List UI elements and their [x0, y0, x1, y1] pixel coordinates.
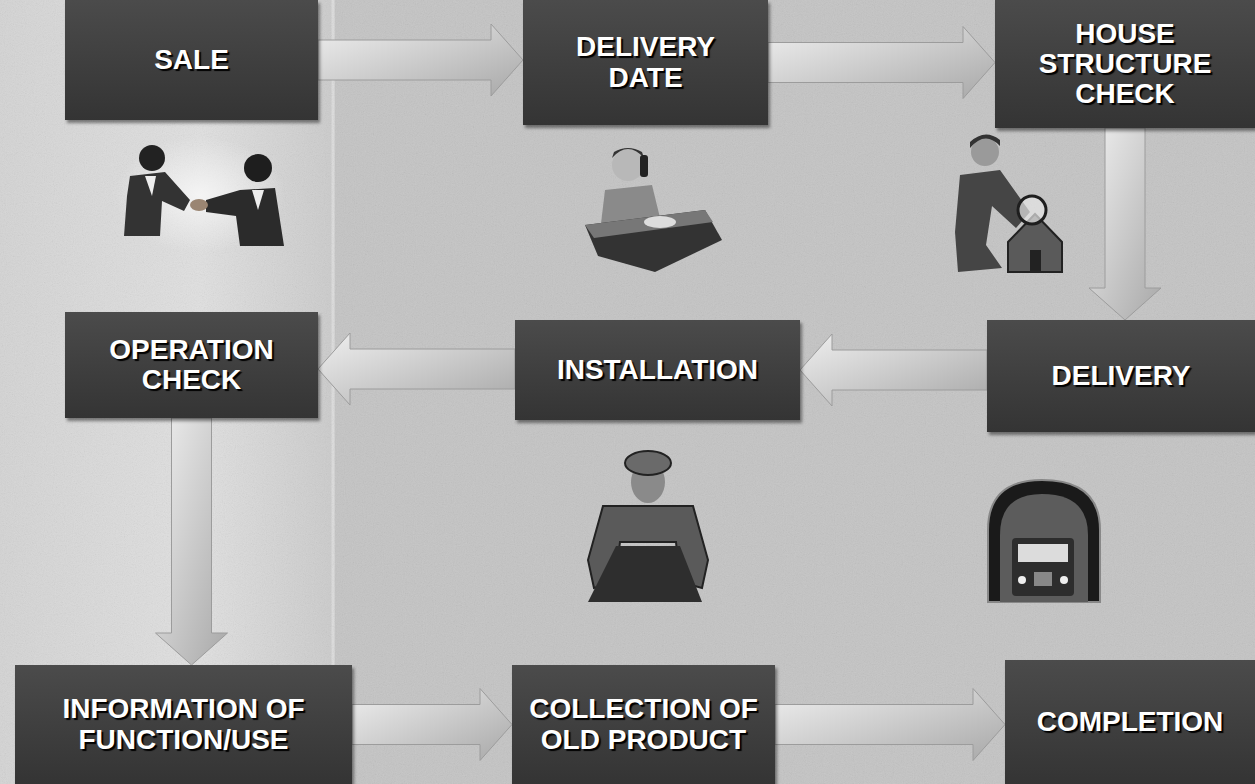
- headlight: [1018, 576, 1026, 584]
- person-head: [139, 145, 165, 171]
- box-label: OPERATION CHECK: [68, 335, 315, 395]
- handshake-illustration: [115, 137, 285, 253]
- cap: [970, 134, 1000, 148]
- process-box: SALE: [65, 0, 318, 120]
- process-box: DELIVERY: [987, 320, 1255, 432]
- box-label: DELIVERY: [1048, 361, 1195, 391]
- box-label: DELIVERY DATE: [546, 32, 746, 92]
- flow-arrow: [775, 689, 1005, 761]
- process-box: INFORMATION OF FUNCTION/USE: [15, 665, 352, 784]
- person-body: [124, 172, 190, 236]
- truck-front: [1012, 538, 1074, 596]
- halo: [115, 137, 285, 253]
- person-head: [612, 149, 644, 181]
- box-label: COLLECTION OF OLD PRODUCT: [515, 694, 772, 754]
- flow-arrow: [318, 333, 515, 405]
- box-label: HOUSE STRUCTURE CHECK: [998, 19, 1252, 110]
- magnifier: [1018, 196, 1046, 224]
- phone-desk-illustration: [585, 148, 722, 272]
- desk: [585, 210, 722, 272]
- flow-arrow: [768, 27, 995, 99]
- grille: [1034, 572, 1052, 586]
- process-box: COLLECTION OF OLD PRODUCT: [512, 665, 775, 784]
- flow-arrow: [1089, 128, 1161, 320]
- arch: [988, 480, 1100, 602]
- shirt: [145, 176, 156, 196]
- box-label: COMPLETION: [1033, 707, 1228, 737]
- arch-inner: [1000, 494, 1088, 602]
- shirt: [252, 190, 264, 210]
- box-label: INSTALLATION: [553, 355, 762, 385]
- house-door: [1030, 250, 1041, 272]
- process-box: INSTALLATION: [515, 320, 800, 420]
- desk-top: [585, 210, 713, 238]
- box-label: SALE: [150, 45, 233, 75]
- hands: [190, 199, 208, 211]
- flow-arrow: [352, 689, 512, 761]
- papers: [644, 216, 676, 228]
- hair: [612, 148, 644, 158]
- phone-handset: [640, 155, 648, 177]
- worker-illustration: [588, 451, 708, 602]
- person-head: [244, 154, 272, 182]
- headlight: [1060, 576, 1068, 584]
- flow-arrow: [800, 334, 987, 406]
- windshield: [1018, 544, 1068, 562]
- person-body: [206, 188, 284, 246]
- flow-arrow: [156, 418, 228, 665]
- process-box: COMPLETION: [1005, 660, 1255, 784]
- helmet: [625, 451, 671, 475]
- house-check-illustration: [955, 134, 1062, 272]
- process-box: HOUSE STRUCTURE CHECK: [995, 0, 1255, 128]
- person-legs: [588, 546, 702, 602]
- process-box: DELIVERY DATE: [523, 0, 768, 125]
- box-label: INFORMATION OF FUNCTION/USE: [18, 694, 349, 754]
- truck-illustration: [988, 480, 1100, 602]
- flow-arrow: [318, 24, 523, 96]
- process-box: OPERATION CHECK: [65, 312, 318, 418]
- person-body: [955, 170, 1030, 272]
